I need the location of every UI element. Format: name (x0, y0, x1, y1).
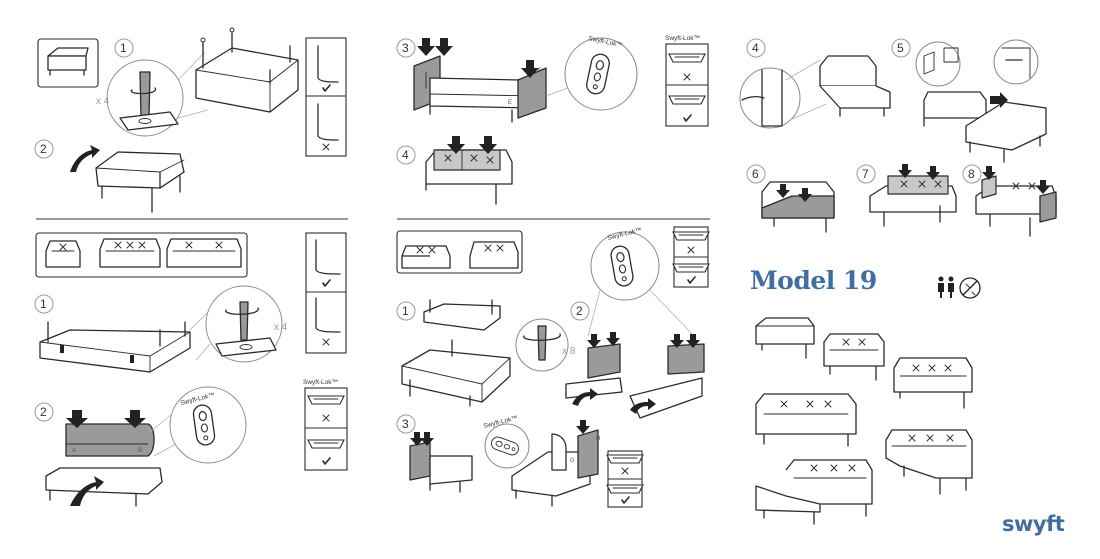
leg-check-box-2 (305, 232, 347, 354)
qty-x4-label: x 4 (96, 96, 110, 107)
model-corner-sectional (885, 429, 973, 495)
flip-arrow (70, 145, 100, 172)
step-4c-number: 4 (752, 41, 759, 55)
sofa-cushions (425, 149, 513, 205)
sectional-thumbnail (396, 230, 523, 274)
svg-text:F: F (538, 68, 542, 74)
step-2c-number: 2 (576, 304, 583, 318)
model-chaise-sectional (755, 459, 873, 525)
svg-text:E: E (508, 100, 512, 106)
svg-text:A: A (72, 448, 76, 454)
leg-check-box (305, 37, 347, 157)
brand-logo: swyft (1002, 512, 1065, 536)
model-title: Model 19 (750, 266, 877, 295)
model-ottoman (755, 317, 815, 359)
sofa-back-panel: A B (65, 423, 155, 457)
step-6-number: 6 (752, 167, 759, 181)
step-7-number: 7 (862, 167, 869, 181)
step-3-number: 3 (402, 41, 409, 55)
step-1b-number: 1 (40, 297, 47, 311)
back-cushion-step (869, 175, 957, 227)
sectional-base-upside-down (401, 299, 511, 407)
qty-x4-label-b: x 4 (274, 322, 288, 333)
ottoman-upside-down (195, 27, 299, 113)
model-loveseat (823, 333, 885, 381)
ottoman-upright (95, 151, 185, 213)
step-5-number: 5 (897, 41, 904, 55)
swyft-lok-label-4: Swyft-Lok™ (665, 35, 700, 42)
sofa-base-upside-down (39, 321, 191, 373)
qty-x8-label: x 8 (562, 346, 576, 357)
two-people-icon (938, 276, 954, 298)
ottoman-thumbnail (37, 38, 99, 88)
chaise-sectional (819, 55, 891, 117)
no-tools-icon (959, 277, 981, 299)
corner-sectional (923, 91, 1047, 163)
svg-text:H: H (596, 436, 600, 442)
step-2-number: 2 (40, 142, 47, 156)
step-1-badge (114, 38, 134, 58)
step-3c-number: 3 (402, 417, 409, 431)
model-large-sofa (755, 393, 857, 447)
sectional-arm-install: H G (409, 429, 600, 507)
step-4-number: 4 (402, 148, 409, 162)
swyft-lok-label-2: Swyft-Lok™ (303, 379, 338, 386)
step-1-number: 1 (120, 41, 127, 55)
model-sofa (893, 357, 973, 409)
step-8-number: 8 (968, 167, 975, 181)
sofa-arm-install: F E (413, 55, 547, 123)
svg-text:B: B (138, 448, 142, 454)
leg-screw (139, 71, 151, 119)
chaise-cushion-step (761, 181, 835, 233)
sofa-lineup-thumbnail (35, 232, 248, 278)
step-2b-number: 2 (40, 405, 47, 419)
sofa-base (45, 467, 163, 507)
step-1c-number: 1 (402, 304, 409, 318)
svg-text:G: G (570, 458, 575, 464)
